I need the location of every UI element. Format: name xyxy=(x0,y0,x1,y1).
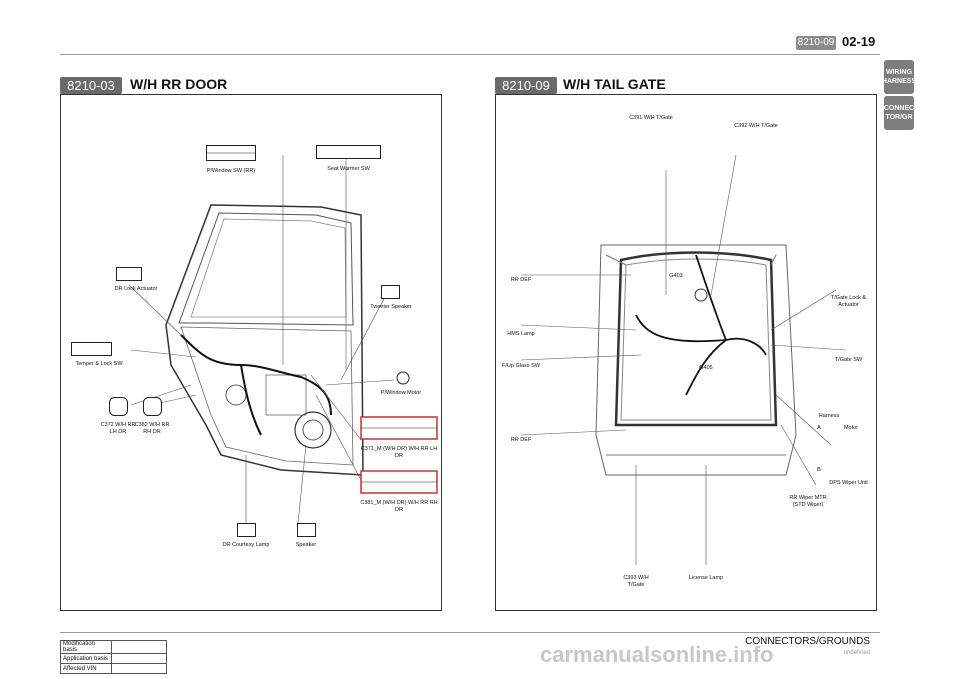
pwindow-motor-connector: P/Window Motor xyxy=(371,371,431,397)
c381-caption: C381_M (W/H DR) W/H RR RH DR xyxy=(360,500,438,513)
rr-door-drawing xyxy=(128,155,395,524)
c392-caption: C392 W/H T/Gate xyxy=(734,123,778,129)
c382-caption: C382 W/H RR RH DR xyxy=(134,422,170,435)
side-tab-wiring-harness[interactable]: WIRING HARNESS xyxy=(882,60,916,94)
dr-lock-connector: DR Lock Actuator xyxy=(101,267,171,293)
temper-lock-connector: Temper & Lock SW xyxy=(63,342,135,368)
courtesy-lamp-pins xyxy=(237,523,256,537)
application-basis-value xyxy=(111,653,167,664)
revision-table: Modification basis Application basis Aff… xyxy=(60,640,167,674)
dr-lock-pins xyxy=(116,267,142,281)
modification-basis-value xyxy=(111,640,167,654)
pwindow-sw-pins xyxy=(206,145,256,161)
c371-pins xyxy=(360,416,438,440)
section-footer-label: CONNECTORS/GROUNDS xyxy=(745,636,870,647)
c372-connector: C372 W/H RR LH DR xyxy=(99,397,137,435)
c381-connector: C381_M (W/H DR) W/H RR RH DR xyxy=(359,469,439,513)
speaker-connector: Speaker xyxy=(289,523,323,549)
faint-footer-text: undefined xyxy=(843,650,870,656)
page-number: 02-19 xyxy=(842,34,876,49)
left-section-title: W/H RR DOOR xyxy=(130,76,228,92)
rr-def-bot-caption: RR DEF xyxy=(510,437,532,443)
pwindow-motor-caption: P/Window Motor xyxy=(380,390,422,396)
side-tab-connector[interactable]: CONNEC TOR/GR xyxy=(884,96,914,130)
pwindow-motor-pins xyxy=(396,371,410,385)
c391-caption: C391 W/H T/Gate xyxy=(629,115,673,121)
tweeter-caption: Tweeter Speaker xyxy=(370,304,412,310)
footer-divider xyxy=(60,632,880,633)
flip-glass-caption: F/Up Glass SW xyxy=(502,363,540,369)
tweeter-connector: Tweeter Speaker xyxy=(356,285,426,311)
seat-warmer-caption: Seat Warmer SW xyxy=(327,166,370,172)
right-section-title: W/H TAIL GATE xyxy=(563,76,666,92)
c372-caption: C372 W/H RR LH DR xyxy=(100,422,136,435)
harness-caption: Harness xyxy=(818,413,840,419)
tail-gate-diagram-panel: C391 W/H T/Gate C392 W/H T/Gate RR DEF H… xyxy=(495,94,877,611)
pwindow-sw-caption: P/Window SW (RR) xyxy=(206,168,256,174)
c382-connector: C382 W/H RR RH DR xyxy=(133,397,171,435)
seat-warmer-pins xyxy=(316,145,381,159)
courtesy-lamp-caption: DR Courtesy Lamp xyxy=(222,542,270,548)
dps-caption: DPS Wiper Unit xyxy=(829,480,868,486)
label-a: A xyxy=(817,425,821,431)
tail-gate-drawing xyxy=(520,154,847,565)
watermark: carmanualsonline.info xyxy=(540,642,774,667)
c371-connector: C371_M (W/H DR) W/H RR LH DR xyxy=(359,415,439,459)
pwindow-sw-connector: P/Window SW (RR) xyxy=(206,145,256,175)
tgate-sw-caption: T/Gate SW xyxy=(834,357,863,363)
left-section-code: 8210-03 xyxy=(60,77,122,94)
c382-pins xyxy=(143,397,162,416)
rr-door-diagram-panel: P/Window SW (RR) Seat Warmer SW DR Lock … xyxy=(60,94,442,611)
c393-caption: C393 W/H T/Gate xyxy=(623,575,649,588)
dr-lock-caption: DR Lock Actuator xyxy=(114,286,158,292)
rr-def-top-caption: RR DEF xyxy=(510,277,532,283)
tweeter-pins xyxy=(381,285,400,299)
application-basis-label: Application basis xyxy=(60,653,112,664)
modification-basis-label: Modification basis xyxy=(60,640,112,654)
c372-pins xyxy=(109,397,128,416)
affected-vin-label: Affected VIN xyxy=(60,663,112,674)
seat-warmer-connector: Seat Warmer SW xyxy=(316,145,381,173)
label-b: B xyxy=(817,467,821,473)
tgate-lock-caption: T/Gate Lock & Actuator xyxy=(830,295,867,308)
speaker-pins xyxy=(297,523,316,537)
right-section-code: 8210-09 xyxy=(495,77,557,94)
c381-pins xyxy=(360,470,438,494)
hms-caption: HMS Lamp xyxy=(507,331,535,337)
temper-lock-caption: Temper & Lock SW xyxy=(75,361,123,367)
g403-label: G403 xyxy=(669,273,683,279)
revision-info-table: Modification basis Application basis Aff… xyxy=(60,640,167,674)
affected-vin-value xyxy=(111,663,167,674)
header-divider xyxy=(60,54,880,55)
speaker-caption: Speaker xyxy=(295,542,317,548)
header-code-badge: 8210-09 xyxy=(796,36,836,50)
temper-lock-pins xyxy=(71,342,112,356)
c371-caption: C371_M (W/H DR) W/H RR LH DR xyxy=(360,446,438,459)
courtesy-lamp-connector: DR Courtesy Lamp xyxy=(211,523,281,549)
g405-label: G405 xyxy=(699,365,713,371)
motor-caption: Motor xyxy=(843,425,859,431)
rr-wiper-caption: RR Wiper MTR (STD Wiper) xyxy=(789,495,827,508)
license-caption: License Lamp xyxy=(688,575,724,581)
